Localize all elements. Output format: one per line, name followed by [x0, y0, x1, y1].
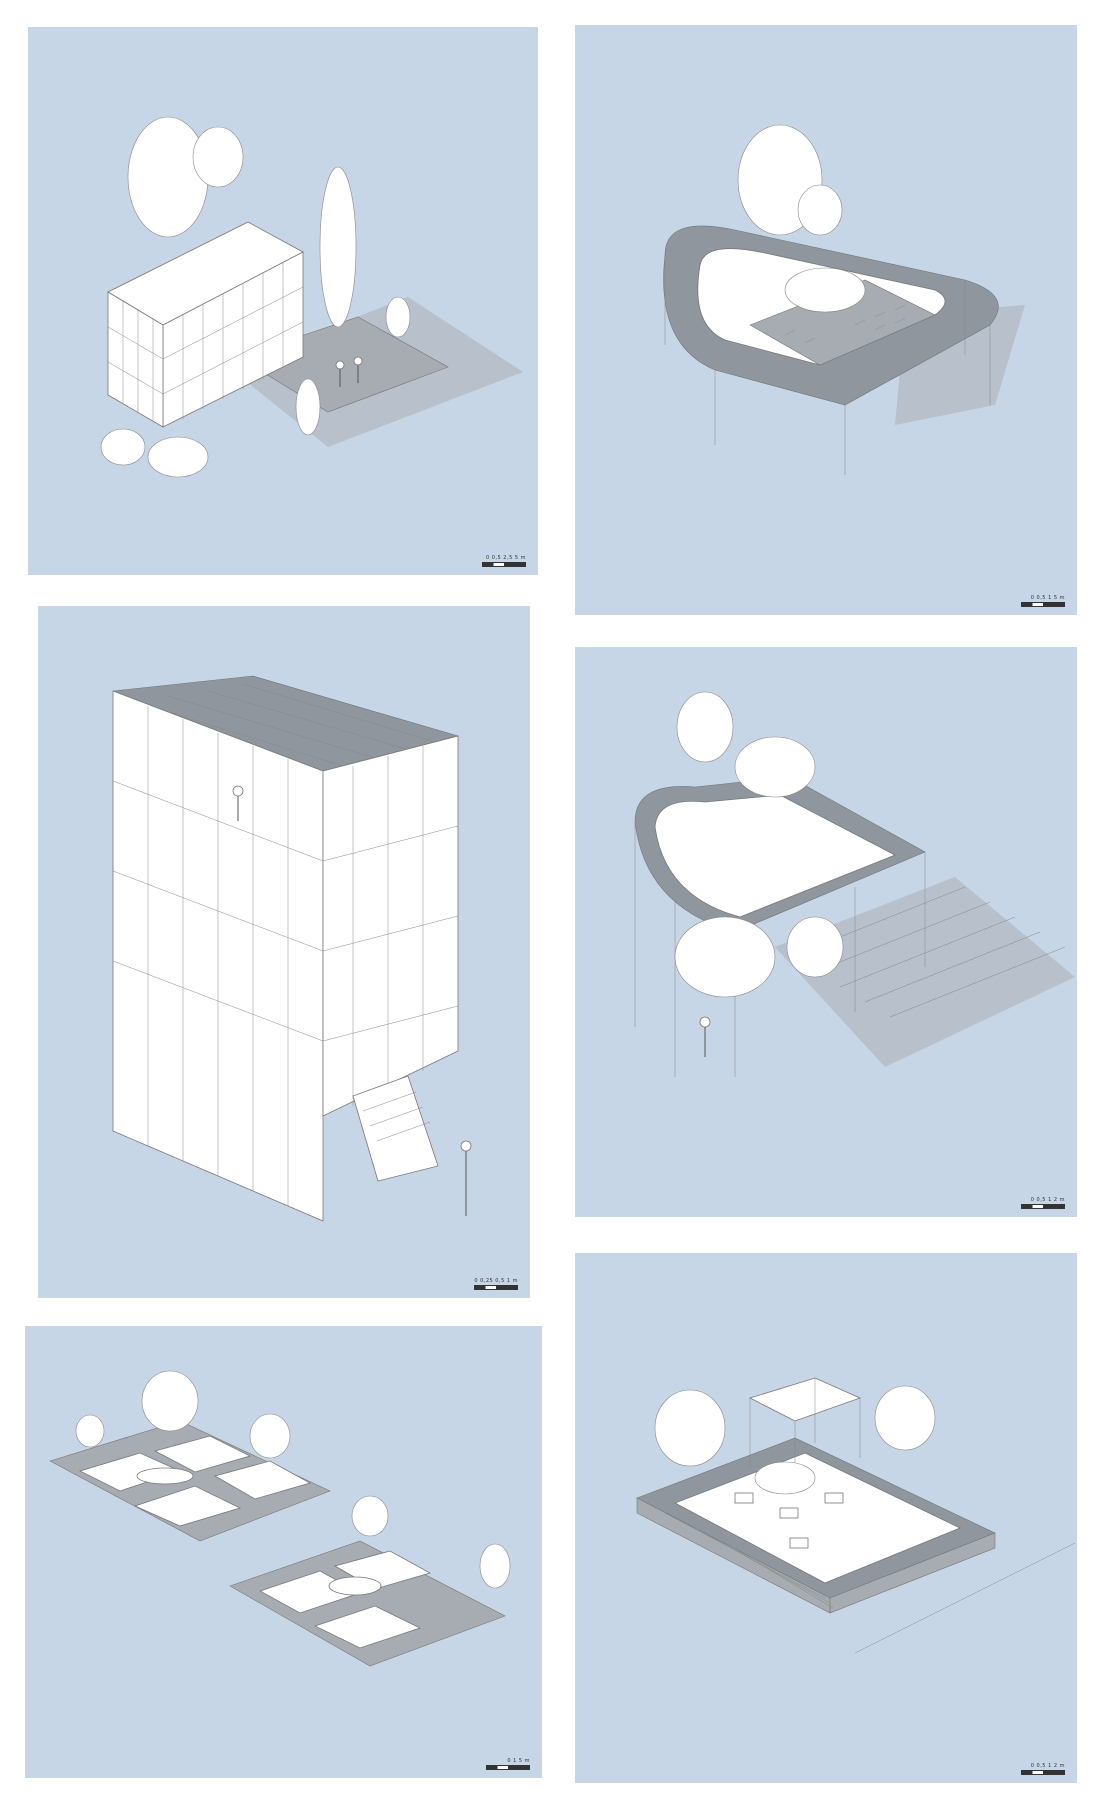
scale-bar-graphic [1021, 1770, 1065, 1775]
scale-bar-graphic [1021, 1204, 1065, 1209]
axonometric-panel-courtyard: 0 0,5 1 2 m [575, 1253, 1077, 1783]
axonometric-panel-curved-pavilion: 0 0,5 1 2 m [575, 647, 1077, 1217]
scale-bar-label: 0 0,5 1 5 m [1030, 595, 1065, 601]
ring-pergola-axonometric-drawing [663, 124, 1025, 475]
axonometric-panel-garden-plots: 0 1 5 m [25, 1326, 542, 1778]
scale-bar: 0 0,5 1 2 m [1021, 1197, 1065, 1209]
scale-bar-graphic [482, 562, 526, 567]
garden-plots-axonometric-drawing [49, 1370, 511, 1667]
tower-axonometric-drawing [112, 675, 472, 1222]
scale-bar-graphic [486, 1765, 530, 1770]
scale-bar-label: 0 0,5 2,5 5 m [486, 555, 526, 561]
scale-bar-graphic [474, 1285, 518, 1290]
scale-bar: 0 0,5 1 5 m [1021, 595, 1065, 607]
scale-bar: 0 0,5 2,5 5 m [482, 555, 526, 567]
scale-bar: 0 0,5 1 2 m [1021, 1763, 1065, 1775]
courtyard-axonometric-drawing [636, 1377, 1076, 1654]
scale-bar: 0 1 5 m [486, 1758, 530, 1770]
axonometric-panel-ring-pergola: 0 0,5 1 5 m [575, 25, 1077, 615]
scale-bar: 0 0,25 0,5 1 m [474, 1278, 518, 1290]
axonometric-panel-greenhouse: 0 0,5 2,5 5 m [28, 27, 538, 575]
greenhouse-axonometric-drawing [100, 116, 523, 478]
axonometric-panel-tower: 0 0,25 0,5 1 m [38, 606, 530, 1298]
scale-bar-label: 0 0,5 1 2 m [1030, 1763, 1065, 1769]
scale-bar-label: 0 0,25 0,5 1 m [474, 1278, 518, 1284]
scale-bar-label: 0 0,5 1 2 m [1030, 1197, 1065, 1203]
scale-bar-graphic [1021, 602, 1065, 607]
curved-pavilion-axonometric-drawing [634, 691, 1075, 1077]
scale-bar-label: 0 1 5 m [507, 1758, 530, 1764]
